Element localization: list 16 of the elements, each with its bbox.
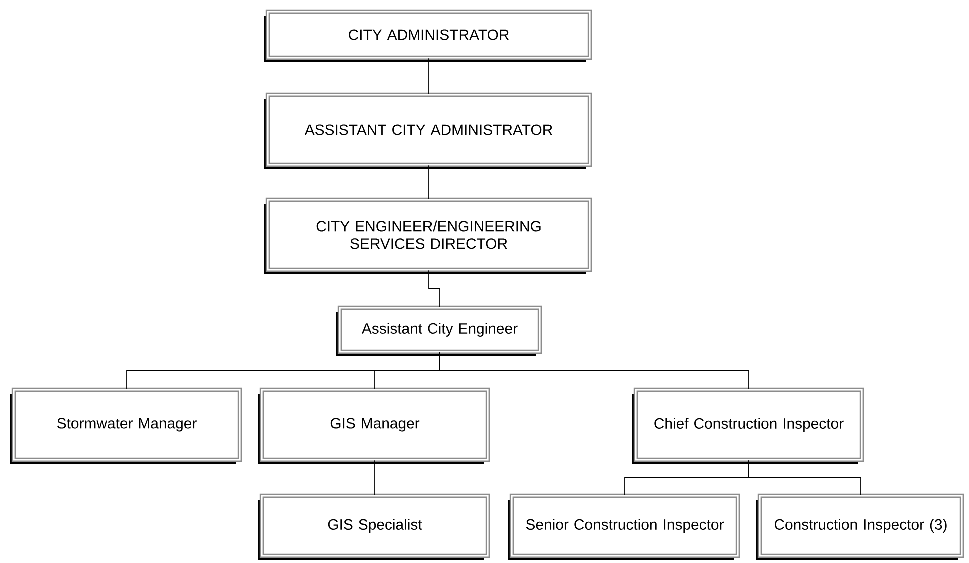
connector-line: [428, 58, 430, 95]
org-box: Assistant City Engineer: [336, 306, 542, 356]
org-box: GIS Specialist: [258, 494, 490, 560]
connector-line: [748, 460, 862, 496]
org-box: Construction Inspector (3): [756, 494, 964, 560]
org-box: GIS Manager: [258, 388, 490, 464]
org-box: Senior Construction Inspector: [508, 494, 740, 560]
org-box: Chief Construction Inspector: [632, 388, 864, 464]
org-box: Stormwater Manager: [10, 388, 242, 464]
connector-line: [428, 270, 440, 308]
org-box: CITY ADMINISTRATOR: [264, 10, 592, 62]
connector-line: [374, 460, 376, 496]
connector-line: [428, 165, 430, 200]
org-box: CITY ENGINEER/ENGINEERING SERVICES DIRECTOR: [264, 198, 592, 274]
org-box: ASSISTANT CITY ADMINISTRATOR: [264, 92, 592, 169]
connector-line: [440, 352, 750, 390]
